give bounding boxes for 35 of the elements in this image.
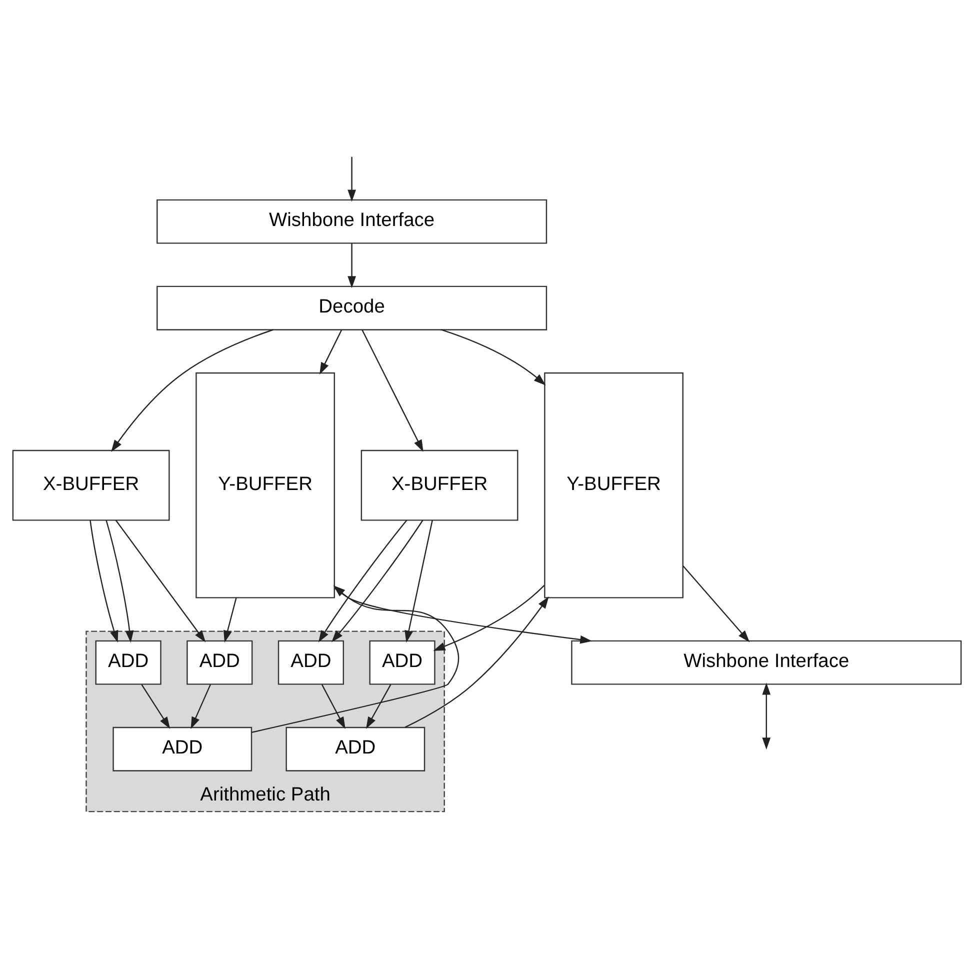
arrow <box>762 682 771 750</box>
node-box: ADD <box>95 640 162 685</box>
node-box: ADD <box>112 726 252 772</box>
arrow <box>433 584 545 651</box>
arrow <box>348 156 356 202</box>
node-box: Y-BUFFER <box>196 372 335 598</box>
node-box: ADD <box>286 726 426 772</box>
arrow <box>115 520 206 642</box>
arrow <box>90 520 118 643</box>
arrow <box>141 684 170 729</box>
arrow <box>224 598 237 643</box>
arrow <box>682 565 750 642</box>
arrow <box>366 684 392 729</box>
arrow <box>332 520 424 642</box>
node-box: X-BUFFER <box>12 450 170 521</box>
node-box: ADD <box>369 640 436 685</box>
node-box: Wishbone Interface <box>156 199 548 244</box>
node-box: ADD <box>278 640 344 685</box>
node-box: Decode <box>156 286 548 330</box>
arrow <box>252 585 460 733</box>
arrow <box>318 520 408 642</box>
arrow <box>348 244 356 288</box>
arrow <box>440 329 546 386</box>
arrow <box>106 520 134 643</box>
arrow <box>362 330 424 452</box>
node-box: Y-BUFFER <box>544 372 684 598</box>
arrow <box>404 596 549 728</box>
arrow <box>404 520 433 643</box>
arrow <box>111 329 274 452</box>
arrow <box>320 330 342 374</box>
node-box: ADD <box>186 640 253 685</box>
arrow <box>321 684 346 729</box>
node-box: Wishbone Interface <box>571 640 962 685</box>
node-box: X-BUFFER <box>360 450 518 521</box>
arrow <box>190 684 211 729</box>
